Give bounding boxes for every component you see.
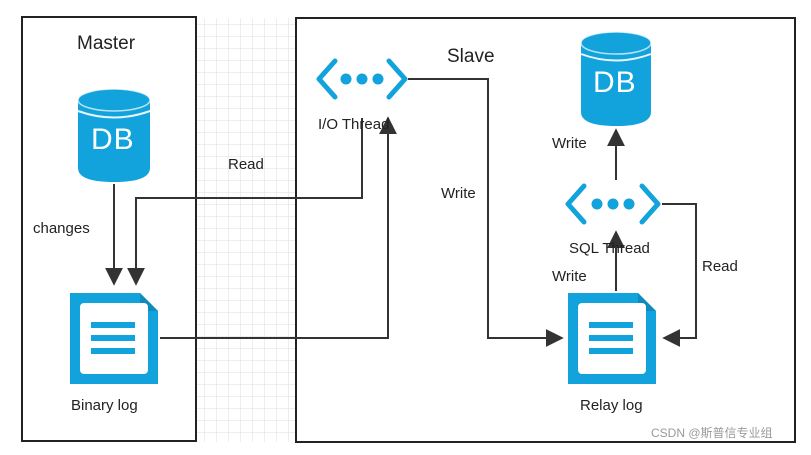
- slave-db-icon: [580, 31, 652, 126]
- binary-log-icon: [70, 293, 158, 384]
- slave-box: [295, 17, 796, 443]
- edge-binlog-to-io: [160, 116, 397, 339]
- io-thread-icon: [316, 58, 408, 100]
- master-db-icon: [77, 88, 151, 182]
- io-thread-label: I/O Thread: [318, 116, 390, 133]
- edge-sql-read-relay: [662, 203, 697, 347]
- read-label-sql: Read: [702, 258, 738, 275]
- master-title: Master: [77, 33, 136, 54]
- edge-io-write-relay: [408, 78, 564, 347]
- gutter-grid: [196, 18, 296, 442]
- sql-thread-icon: [565, 183, 661, 225]
- binary-log-label: Binary log: [71, 397, 138, 414]
- relay-log-label: Relay log: [580, 397, 643, 414]
- edge-io-read-binlog: [127, 118, 363, 286]
- slave-title: Slave: [447, 46, 495, 67]
- master-db-label: DB: [91, 123, 135, 156]
- changes-label: changes: [33, 220, 90, 237]
- relay-log-icon: [568, 293, 656, 384]
- read-label-master: Read: [228, 156, 264, 173]
- slave-db-label: DB: [593, 66, 637, 99]
- sql-thread-label: SQL Thread: [569, 240, 650, 257]
- watermark: CSDN @斯普信专业组: [651, 426, 773, 440]
- write-label-io: Write: [441, 185, 476, 202]
- write-label-relay: Write: [552, 268, 587, 285]
- write-label-db: Write: [552, 135, 587, 152]
